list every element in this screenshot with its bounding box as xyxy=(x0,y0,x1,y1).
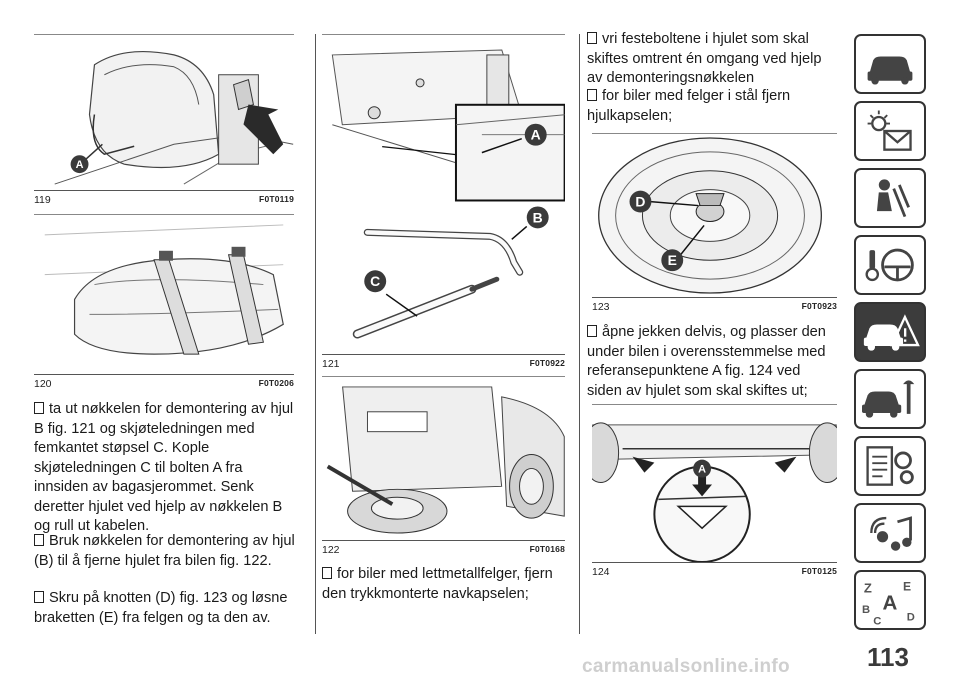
figure-119: A 119 F0T0119 xyxy=(34,34,294,206)
paragraph-loosen-bolts: vri festeboltene i hjulet som skal skift… xyxy=(587,31,822,86)
svg-text:A: A xyxy=(883,591,898,614)
tab-technical-data[interactable] xyxy=(854,436,926,496)
figure-119-illustration: A xyxy=(34,34,294,190)
figure-124-callout-a: A xyxy=(698,464,706,476)
car-dashboard-icon xyxy=(867,56,913,85)
steering-wheel-key-icon xyxy=(865,248,914,282)
figure-123-code: F0T0923 xyxy=(801,301,837,311)
paragraph-steel-hubcap: for biler med felger i stål fjern hjulka… xyxy=(587,88,791,124)
tab-steering-wheel-key[interactable] xyxy=(854,235,926,295)
watermark: carmanualsonline.info xyxy=(582,656,790,677)
figure-122-illustration xyxy=(322,376,565,540)
figure-124: A 124 F0T0125 xyxy=(592,404,837,578)
car-maintenance-icon xyxy=(862,380,915,418)
svg-text:D: D xyxy=(907,612,915,624)
figure-121-callout-c: C xyxy=(370,273,380,289)
figure-124-code: F0T0125 xyxy=(801,566,837,576)
figure-120-code: F0T0206 xyxy=(258,378,294,388)
figure-124-number: 124 xyxy=(592,566,610,578)
figure-119-number: 119 xyxy=(34,194,51,206)
figure-121: A B C 121 F0T0922 xyxy=(322,34,565,370)
technical-data-icon xyxy=(866,446,914,486)
svg-text:B: B xyxy=(862,604,870,616)
figure-122: 122 F0T0168 xyxy=(322,376,565,556)
emergency-car-icon xyxy=(863,314,920,351)
tab-car-maintenance[interactable] xyxy=(854,369,926,429)
paragraph-remove-key: ta ut nøkkelen for demontering av hjul B… xyxy=(34,401,294,534)
figure-123-illustration: D E xyxy=(592,133,837,297)
checkbox-bullet-icon xyxy=(34,534,44,546)
svg-text:Z: Z xyxy=(864,581,872,596)
tab-airbag-safety[interactable] xyxy=(854,168,926,228)
warning-lights-icon xyxy=(867,110,912,151)
checkbox-bullet-icon xyxy=(587,325,597,337)
figure-120-illustration xyxy=(34,214,294,374)
figure-121-illustration: A B C xyxy=(322,34,565,354)
airbag-safety-icon xyxy=(876,179,910,218)
checkbox-bullet-icon xyxy=(34,591,44,603)
figure-124-illustration: A xyxy=(592,404,837,562)
figure-120: 120 F0T0206 xyxy=(34,214,294,390)
figure-122-number: 122 xyxy=(322,544,340,556)
checkbox-bullet-icon xyxy=(587,89,597,101)
figure-119-code: F0T0119 xyxy=(259,194,294,204)
figure-123-number: 123 xyxy=(592,301,610,313)
figure-123-callout-d: D xyxy=(635,194,645,210)
checkbox-bullet-icon xyxy=(34,402,44,414)
column-divider-right xyxy=(579,34,580,634)
multimedia-icon xyxy=(870,516,912,551)
column-divider-left xyxy=(315,34,316,634)
index-az-icon: Z E A B C D xyxy=(862,580,915,628)
figure-122-code: F0T0168 xyxy=(529,544,565,554)
tab-index[interactable]: Z E A B C D xyxy=(854,570,926,630)
svg-text:C: C xyxy=(873,615,881,627)
figure-121-number: 121 xyxy=(322,358,340,370)
figure-121-callout-a: A xyxy=(531,127,541,143)
figure-119-callout-a: A xyxy=(76,159,84,171)
figure-123-callout-e: E xyxy=(668,252,677,268)
paragraph-remove-wheel: Bruk nøkkelen for demontering av hjul (B… xyxy=(34,533,295,569)
tab-emergency[interactable] xyxy=(854,302,926,362)
tab-warning-lights[interactable] xyxy=(854,101,926,161)
figure-121-callout-b: B xyxy=(533,209,543,225)
page-number: 113 xyxy=(867,642,909,672)
paragraph-position-jack: åpne jekken delvis, og plasser den under… xyxy=(587,324,826,399)
figure-121-code: F0T0922 xyxy=(529,358,565,368)
tab-multimedia[interactable] xyxy=(854,503,926,563)
checkbox-bullet-icon xyxy=(587,32,597,44)
paragraph-unscrew-knob: Skru på knotten (D) fig. 123 og løsne br… xyxy=(34,590,288,626)
paragraph-alloy-hubcap: for biler med lettmetallfelger, fjern de… xyxy=(322,566,553,602)
figure-123: D E 123 F0T0923 xyxy=(592,133,837,313)
figure-120-number: 120 xyxy=(34,378,52,390)
checkbox-bullet-icon xyxy=(322,567,332,579)
svg-text:E: E xyxy=(903,580,911,594)
tab-car-dashboard[interactable] xyxy=(854,34,926,94)
